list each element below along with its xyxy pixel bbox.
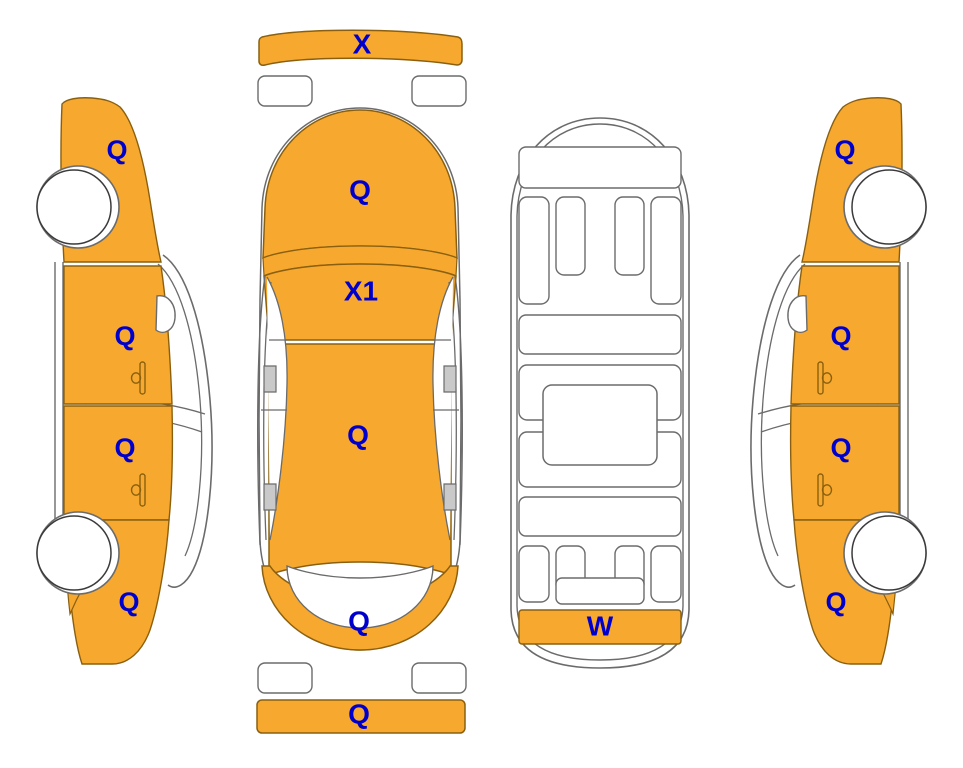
left-window-inner-line	[157, 263, 203, 557]
left-greenhouse-outline	[162, 254, 213, 588]
damage-rear-cargo-floor[interactable]	[518, 609, 682, 645]
right-front-door-handle	[817, 361, 833, 395]
right-window-inner-line	[760, 263, 806, 557]
interior-rear-right-seat-outer	[650, 545, 682, 603]
front-right-headlight	[411, 75, 467, 107]
left-front-wheel-inner	[36, 169, 112, 245]
label-right-rear-door: Q	[830, 433, 851, 463]
label-right-front-fender: Q	[834, 135, 855, 165]
interior-dashboard	[518, 146, 682, 189]
right-front-wheel-inner	[851, 169, 927, 245]
right-side-mirror	[787, 295, 808, 334]
right-rear-door-handle	[817, 473, 833, 507]
top-left-door-outline	[257, 275, 266, 546]
label-trunk-lid: Q	[348, 605, 370, 636]
top-left-mirror-bar	[263, 365, 277, 393]
interior-front-right-seat-outer	[650, 196, 682, 305]
right-rear-wheel-inner	[851, 515, 927, 591]
interior-view-panel[interactable]: W	[480, 0, 730, 768]
top-right-glass	[432, 276, 454, 541]
interior-view-svg: W	[510, 117, 690, 669]
right-side-view-panel[interactable]: Q Q Q Q	[713, 0, 963, 768]
top-right-mirror-bar-2	[443, 483, 457, 511]
damage-windshield-cowl-main[interactable]	[263, 263, 457, 341]
damage-rear-bumper[interactable]	[256, 699, 466, 734]
rear-right-taillight	[411, 662, 467, 694]
label-right-front-door: Q	[830, 321, 851, 351]
top-left-glass	[266, 276, 288, 541]
left-rear-wheel-inner	[36, 515, 112, 591]
interior-center-console	[542, 384, 658, 466]
label-left-rear-door: Q	[114, 433, 135, 463]
label-rear-cargo-floor: W	[587, 610, 614, 641]
top-view-svg: X Q X1 Q Q Q	[256, 28, 467, 734]
label-windshield-cowl: X1	[344, 275, 378, 306]
label-left-rear-quarter: Q	[118, 587, 139, 617]
top-right-mirror-bar	[443, 365, 457, 393]
label-left-front-fender: Q	[106, 135, 127, 165]
left-side-view-panel[interactable]: Q Q Q Q	[0, 0, 250, 768]
top-left-mirror-bar-2	[263, 483, 277, 511]
top-rear-window	[286, 564, 434, 629]
interior-rear-left-seat-outer	[518, 545, 550, 603]
label-right-rear-quarter: Q	[825, 587, 846, 617]
front-left-headlight	[257, 75, 313, 107]
label-left-front-door: Q	[114, 321, 135, 351]
rear-left-taillight	[257, 662, 313, 694]
damage-roof[interactable]	[268, 343, 452, 577]
damage-front-bumper[interactable]	[258, 29, 463, 66]
interior-front-right-seat-inner	[614, 196, 645, 276]
interior-front-left-seat-outer	[518, 196, 550, 305]
label-rear-bumper: Q	[348, 698, 370, 729]
left-side-view-svg: Q Q Q Q	[36, 97, 213, 665]
top-right-door-outline	[454, 275, 463, 546]
label-roof: Q	[347, 419, 369, 450]
label-front-bumper: X	[353, 28, 372, 59]
interior-center-crossbar-top	[518, 314, 682, 355]
interior-front-left-seat-inner	[555, 196, 586, 276]
left-side-mirror	[155, 295, 176, 334]
top-view-panel[interactable]: X Q X1 Q Q Q	[240, 0, 490, 768]
left-front-door-handle	[130, 361, 146, 395]
interior-rear-center-seat	[555, 577, 645, 605]
left-rear-door-handle	[130, 473, 146, 507]
label-hood: Q	[349, 174, 371, 205]
right-side-view-svg: Q Q Q Q	[750, 97, 927, 665]
interior-center-crossbar-bottom	[518, 496, 682, 537]
right-greenhouse-outline	[750, 254, 801, 588]
